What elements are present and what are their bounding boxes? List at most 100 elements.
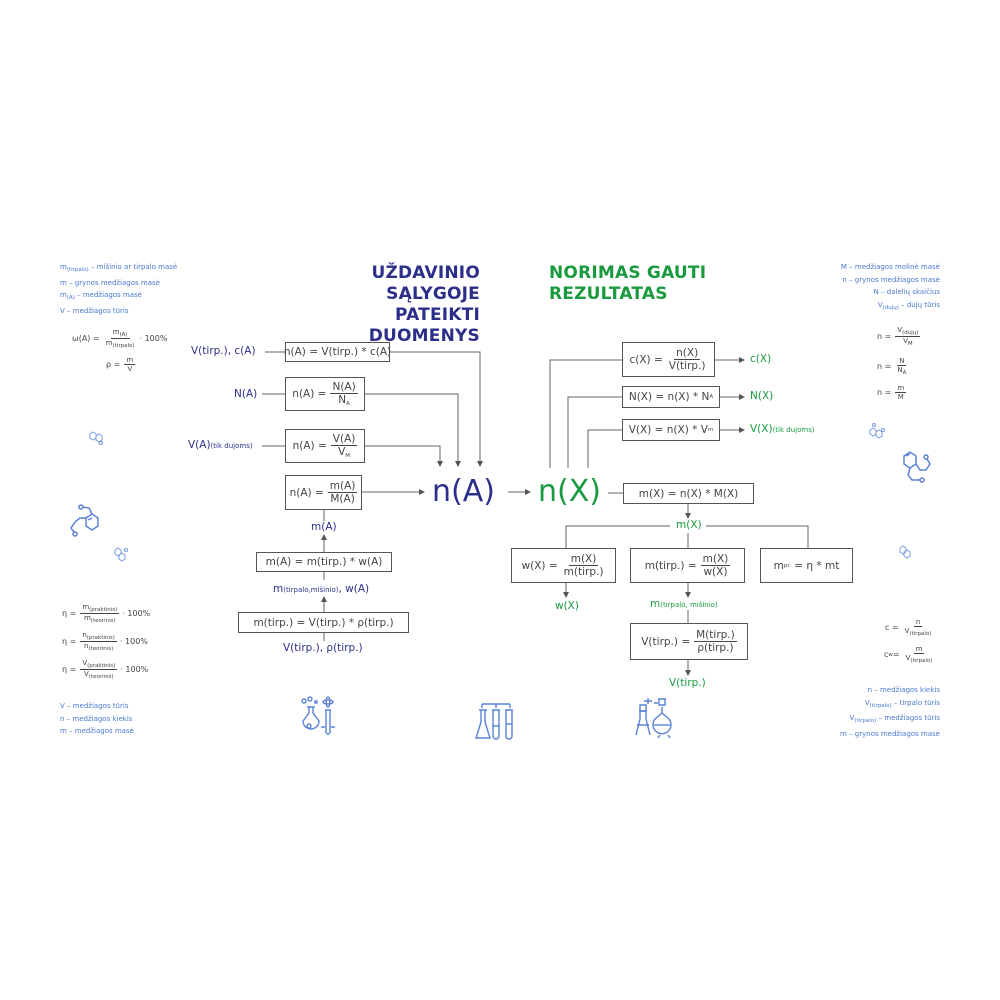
line-nX-to-c	[549, 359, 622, 468]
line-b2-to-nA	[365, 393, 461, 467]
output-mass-fraction: w(X)	[555, 600, 579, 612]
numerator: m(X)	[568, 552, 599, 566]
denominator: V(tirpalo)	[904, 654, 935, 664]
legend-symbol: V	[849, 714, 855, 722]
intermediate-mass-A: m(A)	[311, 521, 337, 533]
denominator: ρ(tirp.)	[697, 642, 734, 654]
num-sub: (praktinis)	[87, 663, 116, 669]
den-main: N	[338, 393, 347, 406]
legend-item: m – grynos medžiagos masė	[60, 277, 177, 290]
formula-box-mass-fraction: w(X) = m(X)m(tirp.)	[511, 548, 616, 583]
output-gas-volume: V(X)(tik dujoms)	[750, 423, 815, 435]
den-sub: (tirpalo)	[910, 658, 933, 665]
formula-lhs: n =	[877, 388, 892, 398]
given-title-line2: PATEIKTI DUOMENYS	[368, 305, 480, 346]
output-solution-mass-sub: (tirpalo, mišinio)	[660, 601, 718, 609]
input-volume-density: V(tirp.), ρ(tirp.)	[283, 642, 363, 654]
legend-item: V – medžiagos tūris	[60, 702, 129, 710]
numerator: N	[897, 357, 907, 367]
legend-top-right: M – medžiagos molinė masė n – grynos med…	[841, 261, 940, 314]
line-b3-to-nA	[365, 445, 443, 467]
legend-symbol: V	[864, 698, 870, 707]
legend-sub: (tirpalo)	[869, 702, 892, 709]
formula-sub: A	[709, 394, 714, 400]
formula-lhs-sub: w	[888, 651, 893, 658]
formula-tail: · 100%	[122, 609, 151, 619]
den-sub: (teorinis)	[88, 674, 114, 681]
den-sub: A	[346, 400, 350, 407]
num-main: V	[897, 326, 903, 334]
formula-box-solution-mass-X: m(tirp.) = m(X)w(X)	[630, 548, 745, 583]
formula-yield-amount: η = n(praktinis)n(teorinis) · 100%	[62, 631, 148, 653]
output-gas-volume-sub: (tik dujoms)	[772, 426, 815, 434]
molecule-icon	[89, 431, 103, 445]
legend-symbol: M	[840, 263, 847, 271]
legend-symbol: m	[840, 729, 847, 738]
legend-item: V(tirpalo) – medžiagos tūris	[840, 712, 940, 728]
formula-n-gas: n = V(dujų)VM	[877, 326, 921, 348]
den-main: V	[905, 654, 911, 663]
den-sub: (tirpalo)	[909, 631, 932, 638]
numerator: m(A)	[327, 479, 358, 493]
legend-item: n – grynos medžiagos masė	[841, 274, 940, 287]
fraction: M(tirp.)ρ(tirp.)	[694, 629, 737, 654]
legend-item: n – medžiagos kiekis	[60, 714, 133, 723]
result-title-line2: REZULTATAS	[549, 284, 668, 304]
denominator: V(tirpalo)	[903, 627, 934, 637]
legend-item: N – dalelių skaičius	[841, 286, 940, 299]
formula-lhs: c =	[885, 623, 899, 633]
given-title-line1: UŽDAVINIO SĄLYGOJE	[371, 263, 480, 304]
molecule-icon	[869, 423, 885, 439]
result-title-line1: NORIMAS GAUTI	[549, 263, 707, 283]
formula-box-n-from-gas-volume: n(A) = V(A)VM	[285, 429, 365, 463]
formula-tail: · 100%	[139, 334, 168, 344]
legend-text: – grynos medžiagos masė	[846, 729, 940, 738]
formula-sub: m	[707, 427, 714, 433]
legend-item: M – medžiagos molinė masė	[841, 261, 940, 274]
formula-box-n-from-concentration: n(A) = V(tirp.) * c(A)	[284, 342, 391, 362]
legend-symbol: n	[842, 275, 847, 284]
formula-box-n-from-particles: n(A) = N(A)NA	[285, 377, 365, 411]
legend-item: n – medžiagos kiekis	[840, 684, 940, 697]
numerator: m	[895, 384, 907, 394]
denominator: m(teorinis)	[82, 614, 118, 624]
numerator: n(praktinis)	[80, 631, 117, 643]
den-main: V	[83, 670, 89, 679]
num-sub: (praktinis)	[89, 607, 118, 613]
formula-tail: = η * mt	[794, 559, 840, 572]
numerator: m	[913, 645, 925, 655]
formula-lhs: w(X) =	[521, 559, 558, 572]
legend-text: – medžiagos molinė masė	[846, 263, 940, 271]
formula-lhs: η =	[62, 609, 77, 619]
numerator: m(X)	[700, 552, 731, 566]
legend-symbol: n	[867, 686, 873, 694]
den-main: N	[897, 366, 903, 375]
legend-text: – medžiagos masė	[74, 291, 142, 299]
fraction: n(praktinis)n(teorinis)	[80, 631, 117, 653]
formula-lhs-tail: =	[892, 650, 900, 660]
test-tubes-icon	[475, 703, 513, 740]
denominator: m(tirpalo)	[104, 339, 137, 349]
legend-symbol: V	[877, 300, 883, 309]
denominator: m(tirp.)	[563, 566, 604, 578]
legend-text: – dalelių skaičius	[878, 288, 940, 296]
formula-tail: · 100%	[120, 665, 149, 675]
legend-symbol: m	[60, 263, 67, 271]
fraction: V(dujų)VM	[895, 326, 921, 348]
denominator: n(teorinis)	[82, 642, 115, 652]
num-main: m	[82, 603, 90, 611]
input-gas-volume: V(A)(tik dujoms)	[188, 439, 253, 451]
formula-text: V(X) = n(X) * V	[628, 424, 708, 436]
input-solution-mass-sub: (tirpalo,mišinio)	[283, 586, 339, 594]
denominator: M(A)	[330, 493, 355, 505]
formula-main: m	[773, 559, 784, 572]
formula-box-mass-X: m(X) = n(X) * M(X)	[623, 483, 754, 504]
output-solution-volume: V(tirp.)	[669, 677, 706, 689]
denominator: M	[897, 393, 904, 402]
denominator: VM	[336, 446, 352, 459]
line-nX-to-N	[567, 396, 622, 468]
